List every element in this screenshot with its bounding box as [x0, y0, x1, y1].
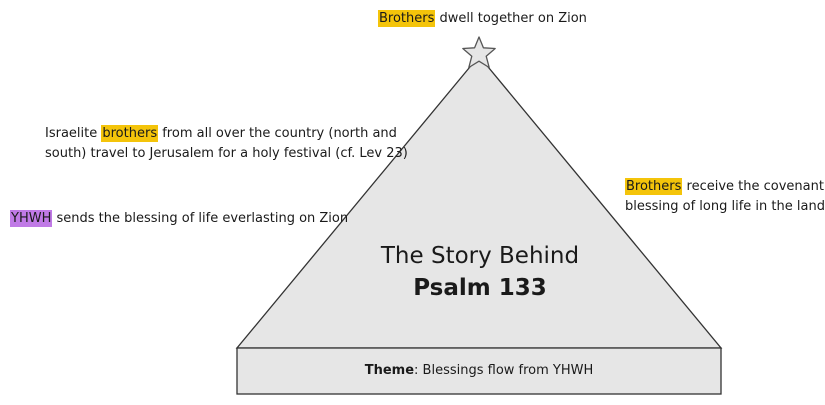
- highlight-brothers: Brothers: [378, 10, 436, 27]
- title-line-2: Psalm 133: [413, 275, 547, 301]
- label-line: blessing of long life in the land: [625, 199, 825, 214]
- label-israelite-brothers: Israelite brothers from all over the cou…: [45, 124, 408, 164]
- label-brothers-receive: Brothers receive the covenant blessing o…: [625, 177, 825, 217]
- theme-base-box: [236, 347, 722, 395]
- label-line: south) travel to Jerusalem for a holy fe…: [45, 146, 408, 161]
- label-line: Israelite brothers from all over the cou…: [45, 124, 408, 144]
- label-text: from all over the country (north and: [158, 126, 397, 141]
- label-yhwh-blessing: YHWH sends the blessing of life everlast…: [10, 209, 348, 229]
- label-text: receive the covenant: [682, 179, 824, 194]
- theme-statement: Theme: Blessings flow from YHWH: [237, 348, 721, 394]
- highlight-brothers: brothers: [101, 125, 159, 142]
- label-text: dwell together on Zion: [435, 11, 587, 26]
- label-line: Brothers receive the covenant: [625, 177, 825, 197]
- highlight-yhwh: YHWH: [10, 210, 53, 227]
- label-brothers-dwell: Brothers dwell together on Zion: [378, 9, 587, 29]
- title-line-1: The Story Behind: [380, 243, 580, 269]
- label-text: sends the blessing of life everlasting o…: [52, 211, 349, 226]
- label-text: Israelite: [45, 126, 102, 141]
- theme-text: : Blessings flow from YHWH: [414, 363, 594, 378]
- diagram-title: The Story Behind Psalm 133: [330, 240, 630, 304]
- star-icon: [462, 36, 496, 69]
- theme-label: Theme: [364, 363, 415, 378]
- highlight-brothers: Brothers: [625, 178, 683, 195]
